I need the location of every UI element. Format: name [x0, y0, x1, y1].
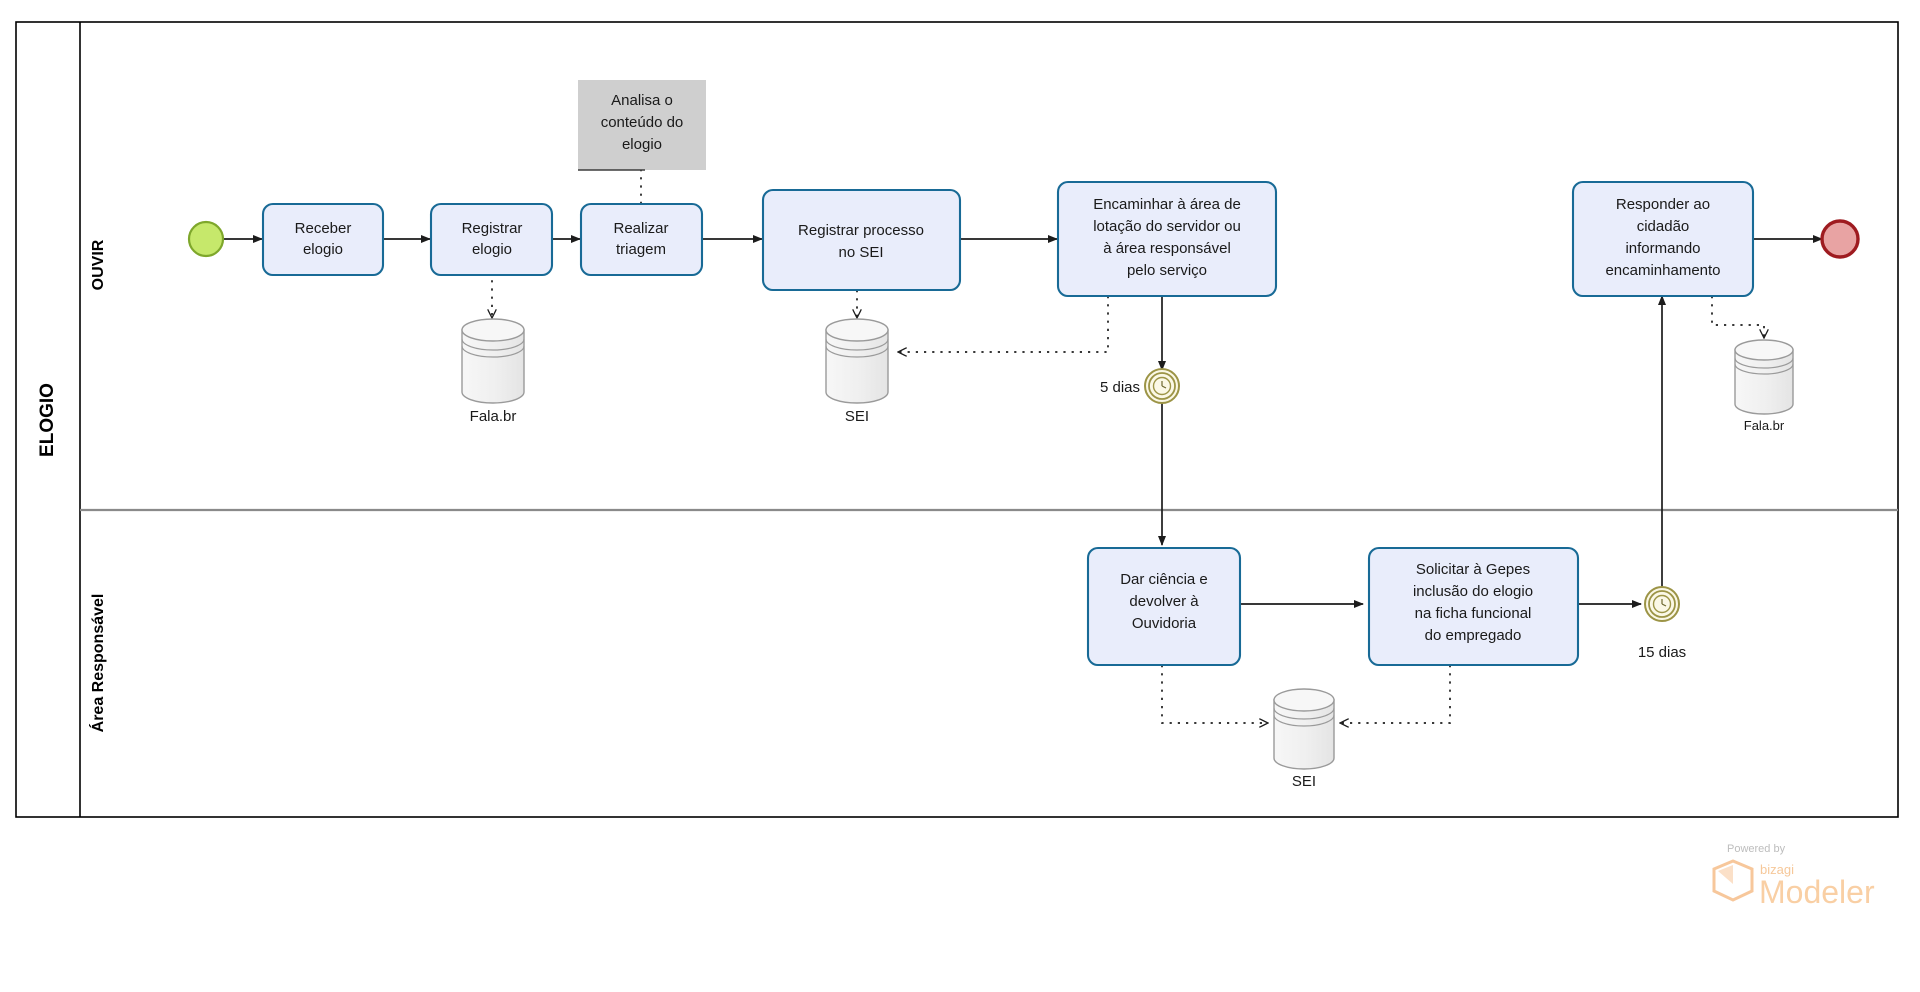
task-registrar-elogio[interactable]: Registrar elogio — [429, 202, 554, 277]
task-label-line: à área responsável — [1103, 240, 1231, 257]
task-label-line: elogio — [303, 241, 343, 258]
lane-area-responsavel[interactable]: Área Responsável — [88, 594, 107, 733]
lane-ouvir[interactable]: OUVIR — [80, 239, 1898, 512]
task-label-line: lotação do servidor ou — [1093, 218, 1241, 235]
data-store-label: Fala.br — [470, 408, 517, 425]
task-label-line: Receber — [295, 220, 352, 237]
sequence-flows — [222, 235, 1823, 608]
data-store-label: SEI — [845, 408, 869, 425]
timer-event-15-dias[interactable]: 15 dias — [1638, 586, 1686, 661]
task-label-line: devolver à — [1129, 593, 1199, 610]
lane-label-ouvir: OUVIR — [90, 239, 107, 290]
task-label-line: cidadão — [1637, 218, 1690, 235]
bizagi-logo-icon — [1712, 859, 1754, 902]
pool-label: ELOGIO — [37, 383, 58, 457]
timer-label-15-dias: 15 dias — [1638, 644, 1686, 661]
timer-event-5-dias[interactable]: 5 dias — [1100, 368, 1180, 404]
annotation-label-line: elogio — [622, 136, 662, 153]
watermark-powered-by: Powered by — [1727, 843, 1786, 855]
watermark-brand: bizagi — [1760, 862, 1794, 877]
data-store-label: SEI — [1292, 773, 1316, 790]
task-label-line: informando — [1625, 240, 1700, 257]
task-registrar-processo-no-sei[interactable]: Registrar processo no SEI — [761, 188, 962, 292]
task-label-line: Solicitar à Gepes — [1416, 561, 1530, 578]
task-label-line: triagem — [616, 241, 666, 258]
annotation-label-line: Analisa o — [611, 92, 673, 109]
data-store-sei-1[interactable]: SEI — [825, 318, 889, 425]
task-dar-ciencia[interactable]: Dar ciência e devolver à Ouvidoria — [1086, 546, 1242, 667]
task-label-line: Registrar processo — [798, 222, 924, 239]
task-encaminhar-area[interactable]: Encaminhar à área de lotação do servidor… — [1056, 180, 1278, 298]
text-annotation-analisa-conteudo[interactable]: Analisa o conteúdo do elogio — [578, 80, 706, 171]
pool-elogio[interactable]: ELOGIO — [15, 21, 1899, 818]
data-associations — [492, 169, 1764, 723]
task-label-line: Realizar — [613, 220, 668, 237]
annotation-label-line: conteúdo do — [601, 114, 684, 131]
task-label-line: na ficha funcional — [1415, 605, 1532, 622]
lane-label-area: Área Responsável — [88, 594, 107, 733]
task-label-line: Registrar — [462, 220, 523, 237]
task-solicitar-gepes[interactable]: Solicitar à Gepes inclusão do elogio na … — [1367, 546, 1580, 667]
end-event[interactable] — [1820, 219, 1860, 259]
data-store-fala-br-2[interactable]: Fala.br — [1734, 339, 1794, 433]
task-label-line: Encaminhar à área de — [1093, 196, 1241, 213]
task-label-line: Responder ao — [1616, 196, 1710, 213]
task-label-line: pelo serviço — [1127, 262, 1207, 279]
task-receber-elogio[interactable]: Receber elogio — [261, 202, 385, 277]
data-store-label: Fala.br — [1744, 418, 1785, 433]
task-label-line: no SEI — [838, 244, 883, 261]
task-label-line: Dar ciência e — [1120, 571, 1208, 588]
assoc-t6-to-ds3 — [1711, 296, 1764, 338]
data-store-sei-2[interactable]: SEI — [1273, 688, 1335, 790]
bizagi-watermark: Powered by bizagi Modeler — [1712, 843, 1875, 910]
assoc-t8-to-ds4 — [1340, 665, 1451, 723]
task-label-line: encaminhamento — [1605, 262, 1720, 279]
watermark-product: Modeler — [1759, 874, 1875, 910]
task-label-line: do empregado — [1425, 627, 1522, 644]
start-event[interactable] — [187, 220, 225, 258]
task-realizar-triagem[interactable]: Realizar triagem — [579, 202, 704, 277]
task-label-line: elogio — [472, 241, 512, 258]
timer-label-5-dias: 5 dias — [1100, 379, 1140, 396]
task-responder-cidadao[interactable]: Responder ao cidadão informando encaminh… — [1571, 180, 1755, 298]
data-store-fala-br-1[interactable]: Fala.br — [461, 318, 525, 425]
task-label-line: inclusão do elogio — [1413, 583, 1533, 600]
assoc-t5-to-ds2 — [898, 296, 1109, 352]
task-label-line: Ouvidoria — [1132, 615, 1197, 632]
assoc-t7-to-ds4 — [1161, 665, 1268, 723]
